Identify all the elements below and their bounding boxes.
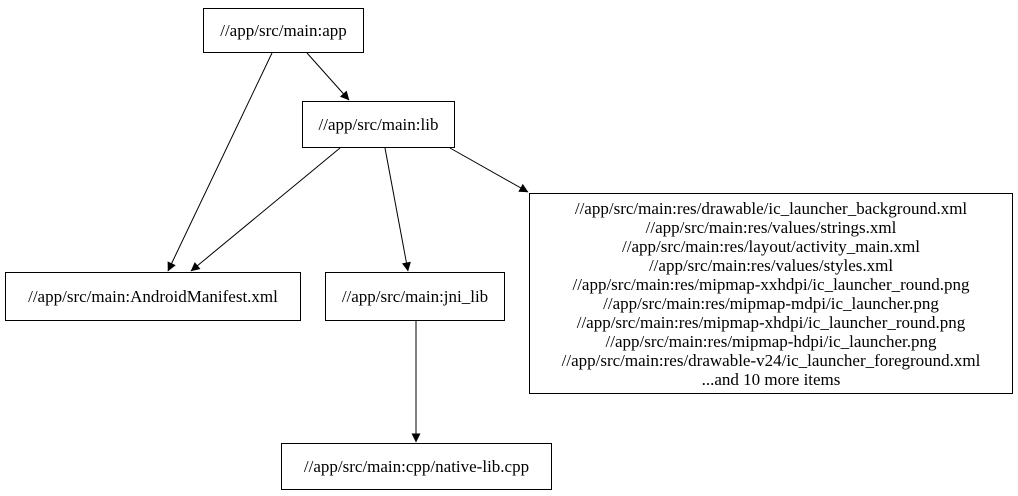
node-app-label: //app/src/main:app: [220, 21, 347, 40]
edge-lib-to-jni-lib: [384, 147, 411, 272]
resource-line-more: ...and 10 more items: [701, 369, 841, 389]
resource-line: //app/src/main:res/values/styles.xml: [648, 255, 894, 275]
resource-line: //app/src/main:res/layout/activity_main.…: [622, 236, 920, 256]
node-jni-lib-label: //app/src/main:jni_lib: [341, 287, 489, 306]
resource-line: //app/src/main:res/values/strings.xml: [645, 217, 897, 237]
node-lib[interactable]: //app/src/main:lib: [302, 101, 455, 148]
node-resources[interactable]: //app/src/main:res/drawable/ic_launcher_…: [529, 193, 1013, 394]
resource-line: //app/src/main:res/drawable-v24/ic_launc…: [561, 350, 981, 370]
resource-line: //app/src/main:res/mipmap-xhdpi/ic_launc…: [576, 312, 966, 332]
resource-line: //app/src/main:res/drawable/ic_launcher_…: [574, 198, 968, 218]
node-app[interactable]: //app/src/main:app: [203, 8, 364, 53]
node-native-lib-label: //app/src/main:cpp/native-lib.cpp: [303, 457, 530, 476]
resource-line: //app/src/main:res/mipmap-mdpi/ic_launch…: [603, 293, 939, 313]
edge-app-to-lib: [306, 52, 350, 101]
resource-line: //app/src/main:res/mipmap-xxhdpi/ic_laun…: [572, 274, 970, 294]
resource-line: //app/src/main:res/mipmap-hdpi/ic_launch…: [605, 331, 937, 351]
edge-lib-to-resources: [449, 147, 529, 193]
node-jni-lib[interactable]: //app/src/main:jni_lib: [325, 272, 505, 321]
node-android-manifest[interactable]: //app/src/main:AndroidManifest.xml: [5, 272, 301, 321]
edge-app-to-android-manifest: [167, 52, 273, 272]
node-native-lib[interactable]: //app/src/main:cpp/native-lib.cpp: [281, 443, 552, 490]
node-lib-label: //app/src/main:lib: [318, 115, 439, 134]
node-android-manifest-label: //app/src/main:AndroidManifest.xml: [28, 287, 278, 306]
edge-lib-to-android-manifest: [190, 147, 341, 272]
